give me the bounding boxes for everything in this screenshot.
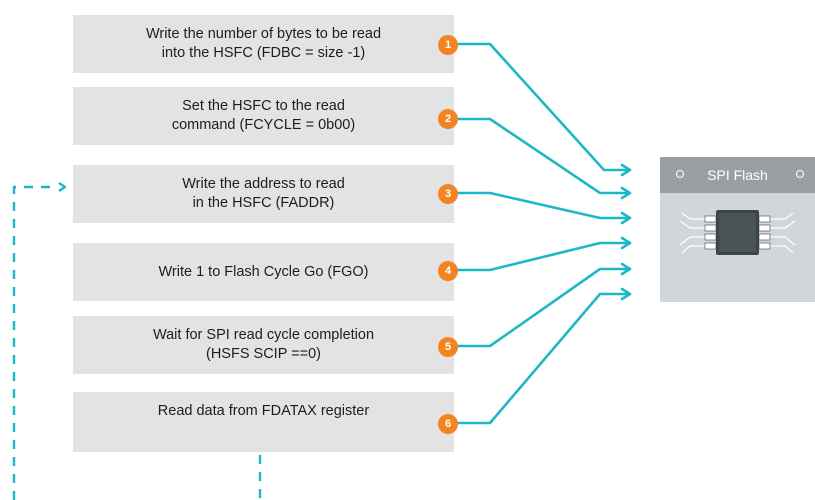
step-text-6: Read data from FDATAX register [157, 403, 370, 419]
step-box-1: Write the number of bytes to be read int… [73, 15, 454, 73]
step-text-2: Set the HSFC to the read command (FCYCLE… [171, 98, 356, 133]
step-box-2: Set the HSFC to the read command (FCYCLE… [73, 87, 454, 145]
step-badge-6: 6 [438, 414, 458, 434]
connector-3 [454, 191, 629, 220]
arrow-head-2 [620, 186, 632, 200]
step-box-3: Write the address to read in the HSFC (F… [73, 165, 454, 223]
loop-arrow-head [58, 182, 67, 192]
step-text-4: Write 1 to Flash Cycle Go (FGO) [158, 263, 369, 280]
arrow-head-4 [620, 236, 632, 250]
connector-2 [454, 117, 629, 195]
step-badge-5: 5 [438, 337, 458, 357]
connector-4 [454, 241, 629, 272]
spi-flash-device: SPI Flash [660, 157, 815, 305]
connector-5 [454, 267, 629, 348]
arrow-head-6 [620, 287, 632, 301]
connector-6 [454, 292, 629, 425]
step-text-5: Wait for SPI read cycle completion (HSFS… [152, 327, 375, 362]
step-badge-3: 3 [438, 184, 458, 204]
arrow-head-1 [620, 163, 632, 177]
connector-1 [454, 42, 629, 172]
step-badge-1: 1 [438, 35, 458, 55]
step-badge-2: 2 [438, 109, 458, 129]
spi-flash-header: SPI Flash [660, 157, 815, 193]
arrow-head-3 [620, 211, 632, 225]
step-text-1: Write the number of bytes to be read int… [145, 26, 382, 61]
step-box-4: Write 1 to Flash Cycle Go (FGO) [73, 243, 454, 301]
step-box-6: Read data from FDATAX register [73, 392, 454, 452]
step-text-3: Write the address to read in the HSFC (F… [182, 176, 345, 211]
spi-flash-label: SPI Flash [707, 167, 768, 183]
step-box-5: Wait for SPI read cycle completion (HSFS… [73, 316, 454, 374]
mount-hole-left-icon [676, 170, 684, 178]
arrow-head-5 [620, 262, 632, 276]
ic-chip-icon [679, 210, 796, 255]
mount-hole-right-icon [796, 170, 804, 178]
step-badge-4: 4 [438, 261, 458, 281]
loop-line-left [12, 185, 58, 500]
